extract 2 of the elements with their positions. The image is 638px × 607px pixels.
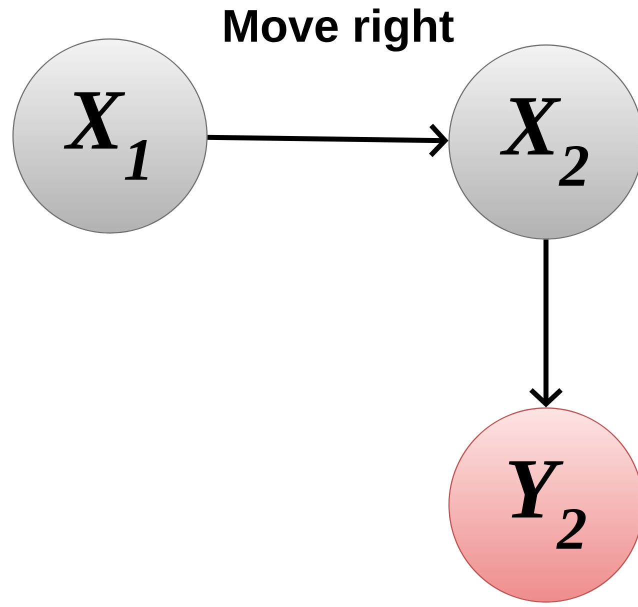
arrow (529, 240, 563, 408)
arrow (208, 124, 448, 158)
